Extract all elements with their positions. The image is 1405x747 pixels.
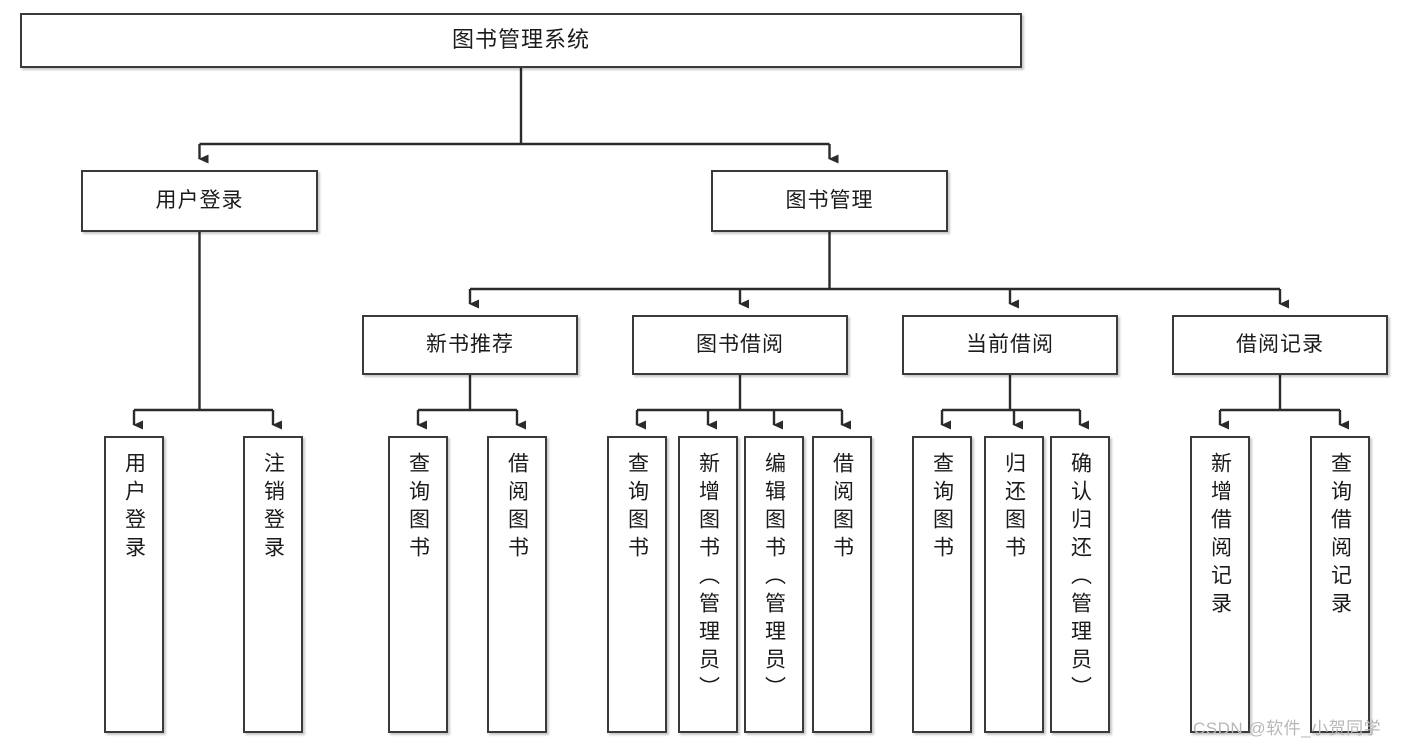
node-label-new-book-rec: 新书推荐 bbox=[426, 333, 514, 357]
csdn-watermark: CSDN @软件_小贺同学 bbox=[1193, 719, 1382, 738]
node-label-leaf-record-add: 新增借阅记录 bbox=[1208, 452, 1232, 620]
node-label-leaf-current-confirm: 确认归还（管理员） bbox=[1068, 452, 1092, 704]
node-leaf-current-return[interactable]: 归还图书 bbox=[984, 436, 1044, 733]
node-label-borrow-record: 借阅记录 bbox=[1236, 333, 1324, 357]
node-label-leaf-borrow-lend: 借阅图书 bbox=[830, 452, 854, 564]
node-label-leaf-user-login: 用户登录 bbox=[122, 452, 146, 564]
node-label-leaf-borrow-edit: 编辑图书（管理员） bbox=[762, 452, 786, 704]
node-book-manage[interactable]: 图书管理 bbox=[711, 170, 948, 232]
node-leaf-borrow-add[interactable]: 新增图书（管理员） bbox=[678, 436, 738, 733]
node-label-user-login: 用户登录 bbox=[155, 189, 244, 213]
node-root[interactable]: 图书管理系统 bbox=[20, 13, 1022, 68]
node-label-book-borrow: 图书借阅 bbox=[696, 333, 784, 357]
node-label-leaf-rec-borrow: 借阅图书 bbox=[505, 452, 529, 564]
node-leaf-user-logout[interactable]: 注销登录 bbox=[243, 436, 303, 733]
node-leaf-current-confirm[interactable]: 确认归还（管理员） bbox=[1050, 436, 1110, 733]
node-leaf-record-add[interactable]: 新增借阅记录 bbox=[1190, 436, 1250, 733]
node-current-borrow[interactable]: 当前借阅 bbox=[902, 315, 1118, 375]
node-leaf-borrow-edit[interactable]: 编辑图书（管理员） bbox=[744, 436, 804, 733]
node-label-current-borrow: 当前借阅 bbox=[966, 333, 1054, 357]
node-leaf-borrow-lend[interactable]: 借阅图书 bbox=[812, 436, 872, 733]
node-leaf-borrow-query[interactable]: 查询图书 bbox=[607, 436, 667, 733]
node-label-leaf-borrow-add: 新增图书（管理员） bbox=[696, 452, 720, 704]
node-label-leaf-current-query: 查询图书 bbox=[930, 452, 954, 564]
node-label-book-manage: 图书管理 bbox=[785, 189, 874, 213]
node-leaf-rec-borrow[interactable]: 借阅图书 bbox=[487, 436, 547, 733]
node-user-login[interactable]: 用户登录 bbox=[81, 170, 318, 232]
node-label-root: 图书管理系统 bbox=[451, 27, 590, 53]
node-label-leaf-current-return: 归还图书 bbox=[1002, 452, 1026, 564]
node-label-leaf-user-logout: 注销登录 bbox=[261, 452, 285, 564]
node-label-leaf-borrow-query: 查询图书 bbox=[625, 452, 649, 564]
node-borrow-record[interactable]: 借阅记录 bbox=[1172, 315, 1388, 375]
node-book-borrow[interactable]: 图书借阅 bbox=[632, 315, 848, 375]
node-leaf-record-query[interactable]: 查询借阅记录 bbox=[1310, 436, 1370, 733]
node-leaf-user-login[interactable]: 用户登录 bbox=[104, 436, 164, 733]
node-leaf-rec-query[interactable]: 查询图书 bbox=[388, 436, 448, 733]
node-new-book-rec[interactable]: 新书推荐 bbox=[362, 315, 578, 375]
node-label-leaf-record-query: 查询借阅记录 bbox=[1328, 452, 1352, 620]
node-leaf-current-query[interactable]: 查询图书 bbox=[912, 436, 972, 733]
node-label-leaf-rec-query: 查询图书 bbox=[406, 452, 430, 564]
